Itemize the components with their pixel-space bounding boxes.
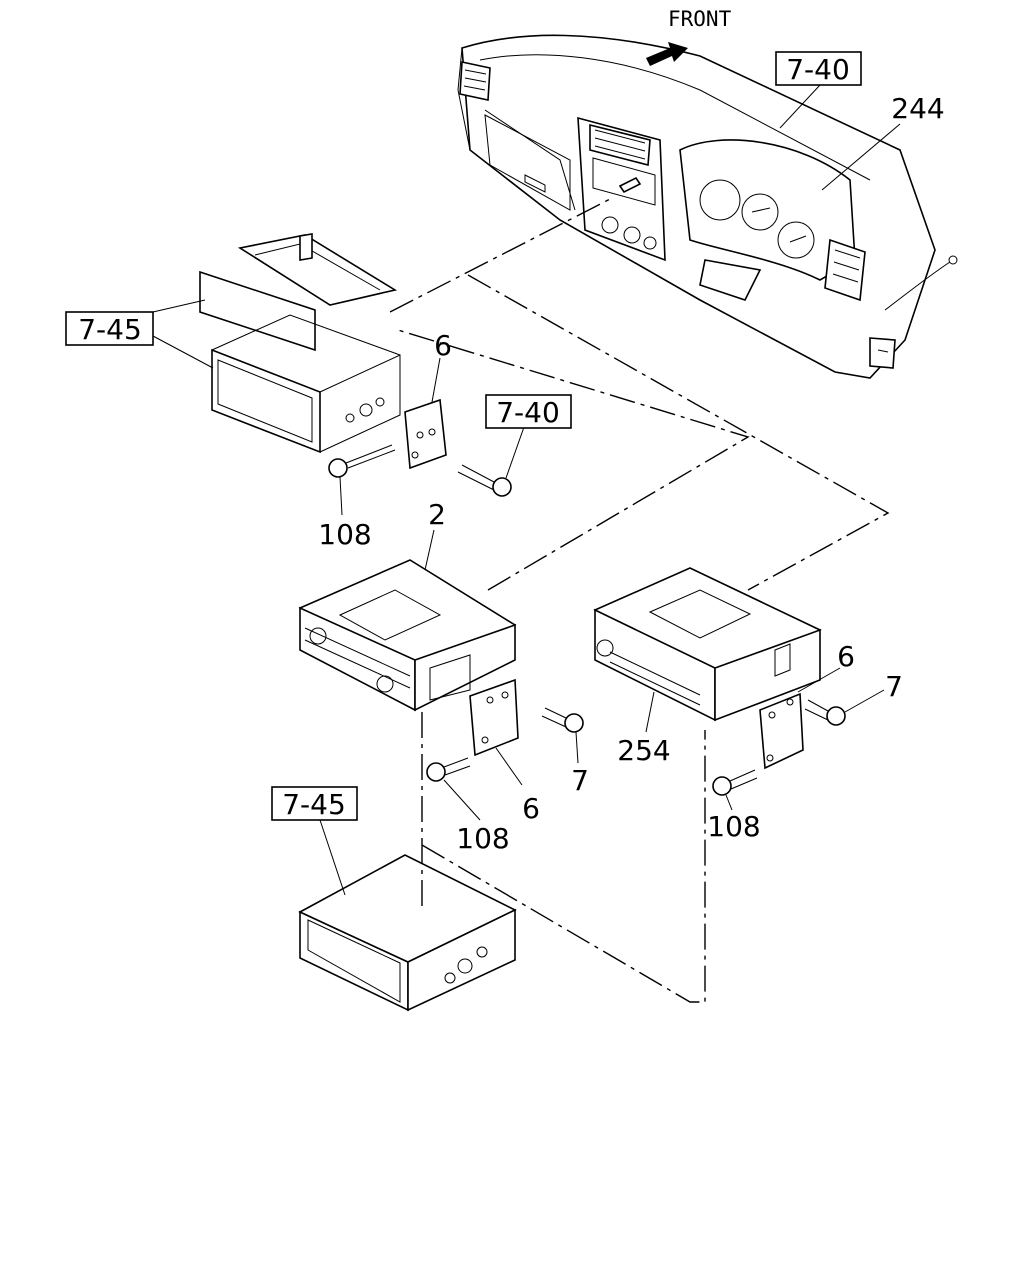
bracket-b-drawing <box>759 692 804 770</box>
ref-console-bottom-text: 7-45 <box>282 788 346 821</box>
callout-2: 2 <box>428 498 446 531</box>
ref-bracket-text: 7-40 <box>496 396 560 429</box>
screw-108-b-icon <box>712 769 758 796</box>
ref-box-console-bottom: 7-45 <box>271 786 358 821</box>
front-arrow-icon <box>646 42 688 66</box>
callout-108-b: 108 <box>707 810 760 843</box>
screw-108-a-icon <box>426 757 471 782</box>
leader-lines <box>152 84 901 896</box>
callout-108-top: 108 <box>318 518 371 551</box>
callout-244: 244 <box>891 92 944 125</box>
callout-254: 254 <box>617 734 670 767</box>
upper-console-drawing <box>199 233 401 454</box>
ref-box-dash: 7-40 <box>775 51 862 86</box>
ref-console-top-text: 7-45 <box>78 313 142 346</box>
screw-7-a-icon <box>541 707 584 733</box>
radio-254-drawing <box>593 567 822 722</box>
ref-box-console-top: 7-45 <box>65 311 154 346</box>
ref-dash-text: 7-40 <box>786 53 850 86</box>
callout-6-b: 6 <box>837 640 855 673</box>
dashboard-drawing <box>457 34 958 379</box>
ref-box-bracket: 7-40 <box>485 394 572 429</box>
front-label: FRONT <box>668 7 732 31</box>
screw-740-icon <box>457 464 512 497</box>
bracket-a-drawing <box>469 678 519 757</box>
screw-108-top-icon <box>328 444 396 478</box>
top-bracket-drawing <box>404 398 447 470</box>
callout-7-a: 7 <box>571 764 589 797</box>
assembly-lines <box>389 197 890 1003</box>
screw-7-b-icon <box>804 699 846 726</box>
callout-6-a: 6 <box>522 792 540 825</box>
lower-console-drawing <box>298 854 517 1012</box>
radio-2-drawing <box>298 559 517 712</box>
callout-6-top: 6 <box>434 329 452 362</box>
callout-108-a: 108 <box>456 822 509 855</box>
callout-7-b: 7 <box>885 670 903 703</box>
